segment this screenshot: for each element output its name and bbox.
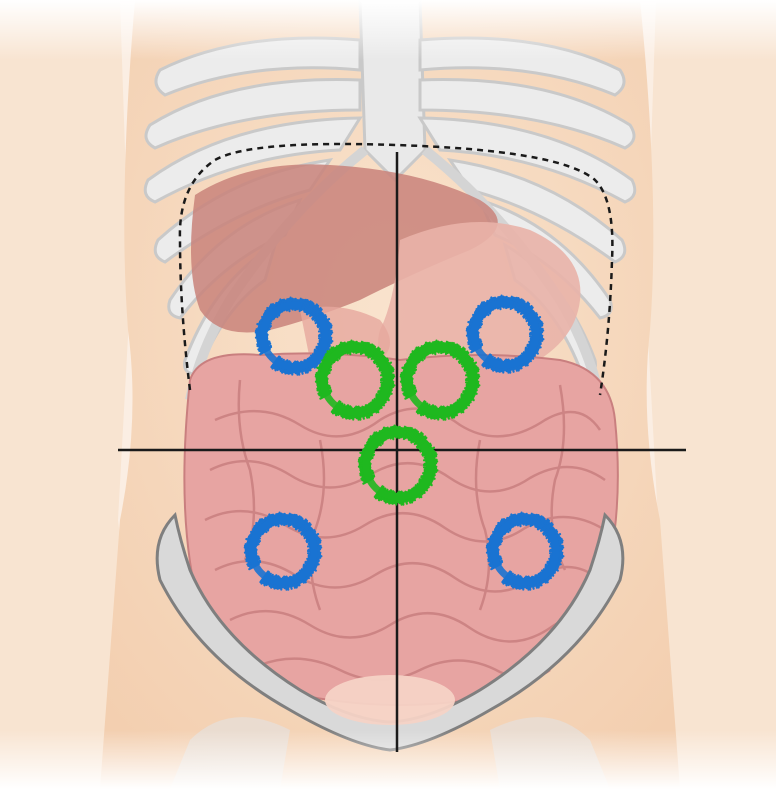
- abdomen-illustration: [0, 0, 776, 789]
- abdomen-diagram: [0, 0, 776, 789]
